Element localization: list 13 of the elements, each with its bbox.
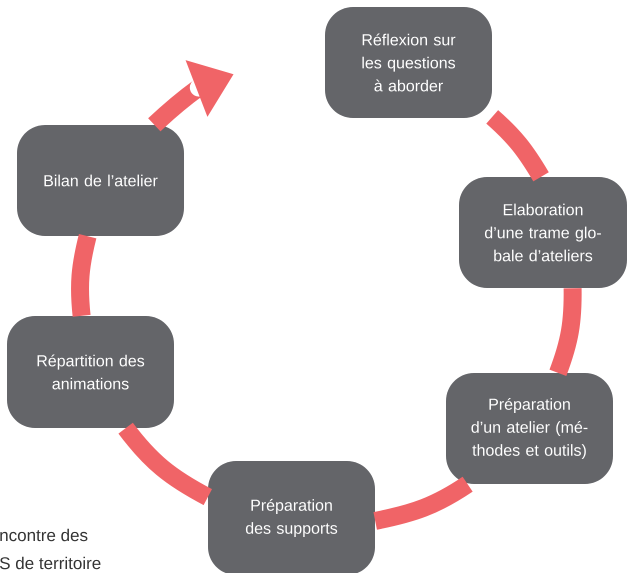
cycle-band: [118, 422, 212, 506]
process-box: Préparation d’un atelier (mé- thodes et outils): [446, 373, 613, 484]
process-box: Réflexion sur les questions à aborder: [325, 7, 492, 118]
process-box: Répartition des animations: [7, 316, 174, 428]
process-box: Bilan de l’atelier: [17, 125, 184, 236]
cycle-band: [486, 110, 549, 182]
note-text: ncontre des: [0, 528, 88, 542]
note-text: S de territoire: [0, 556, 100, 570]
cycle-band: [549, 288, 582, 376]
cycle-band: [71, 234, 96, 317]
cycle-band: [373, 476, 473, 530]
process-box: Préparation des supports: [208, 460, 375, 573]
process-box: Elaboration d’une trame glo- bale d’ateliers: [459, 177, 627, 288]
